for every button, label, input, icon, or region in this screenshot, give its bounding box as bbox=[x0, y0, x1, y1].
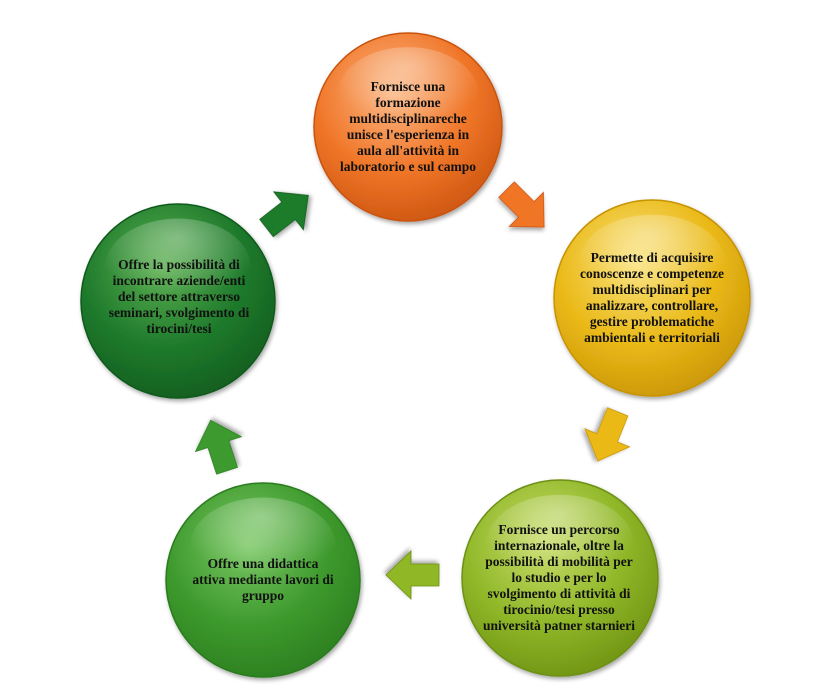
arrow-aziende-to-formazione bbox=[259, 191, 309, 238]
arrow-didattica-to-aziende bbox=[194, 419, 243, 475]
node-didattica-attiva-highlight bbox=[190, 497, 336, 595]
node-incontrare-aziende-highlight bbox=[105, 218, 251, 316]
arrow-formazione-to-conoscenze bbox=[498, 181, 545, 228]
node-acquisire-conoscenze-highlight bbox=[578, 214, 726, 313]
arrow-internazionale-to-didattica bbox=[385, 550, 440, 600]
arrow-conoscenze-to-internazionale bbox=[584, 407, 631, 462]
node-permette-acquisire-text: Permette di acquisire conoscenze e compe… bbox=[580, 250, 724, 345]
node-didattica-attiva-text: Offre una didattica attiva mediante lavo… bbox=[192, 556, 334, 603]
node-percorso-internazionale-highlight bbox=[486, 494, 634, 593]
node-percorso-internazionale-text: Fornisce un percorso internazionale, olt… bbox=[483, 521, 635, 633]
node-fornisce-formazione-text: Fornisce una formazione multidisciplinar… bbox=[339, 79, 477, 174]
node-incontrare-aziende-text: Offre la possibilità di incontrare azien… bbox=[108, 257, 250, 336]
node-formazione-highlight bbox=[337, 47, 479, 142]
